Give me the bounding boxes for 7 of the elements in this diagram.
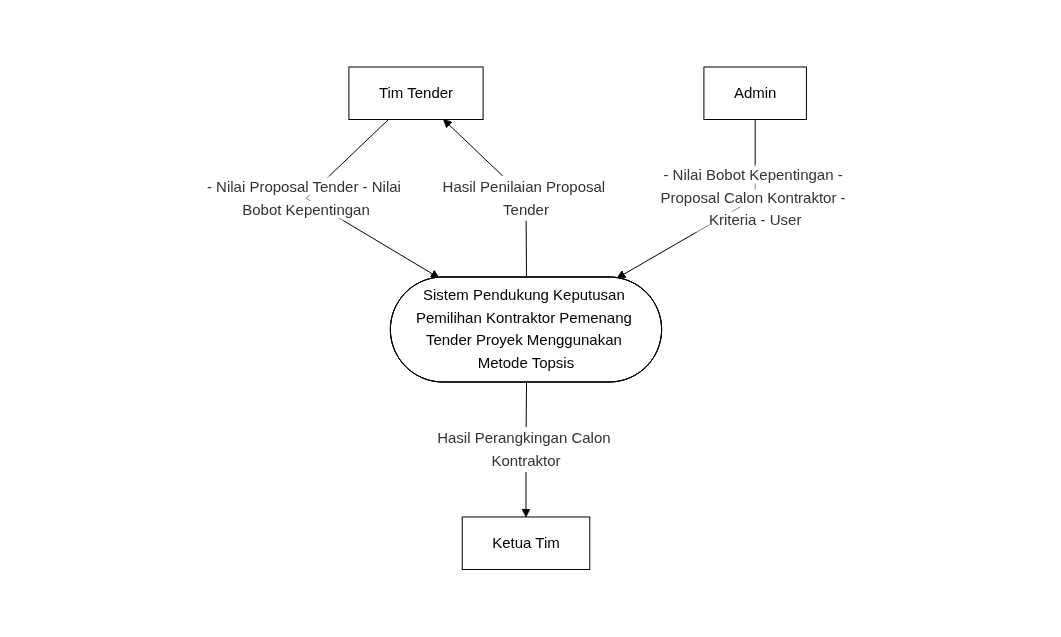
edge-label: Hasil Perangkingan Calon Kontraktor [437, 429, 611, 469]
edge-label: - Nilai Bobot Kepentingan - Proposal Calon Kontraktor - Kriteria - User [660, 166, 846, 229]
node-box: Ketua Tim [461, 516, 591, 571]
edge-label: - Nilai Proposal Tender - Nilai Bobot Kepentingan [206, 178, 401, 218]
node-box: Admin [703, 66, 807, 121]
node-box: Tim Tender [348, 66, 484, 121]
edge-label: Hasil Penilaian Proposal Tender [442, 178, 606, 218]
